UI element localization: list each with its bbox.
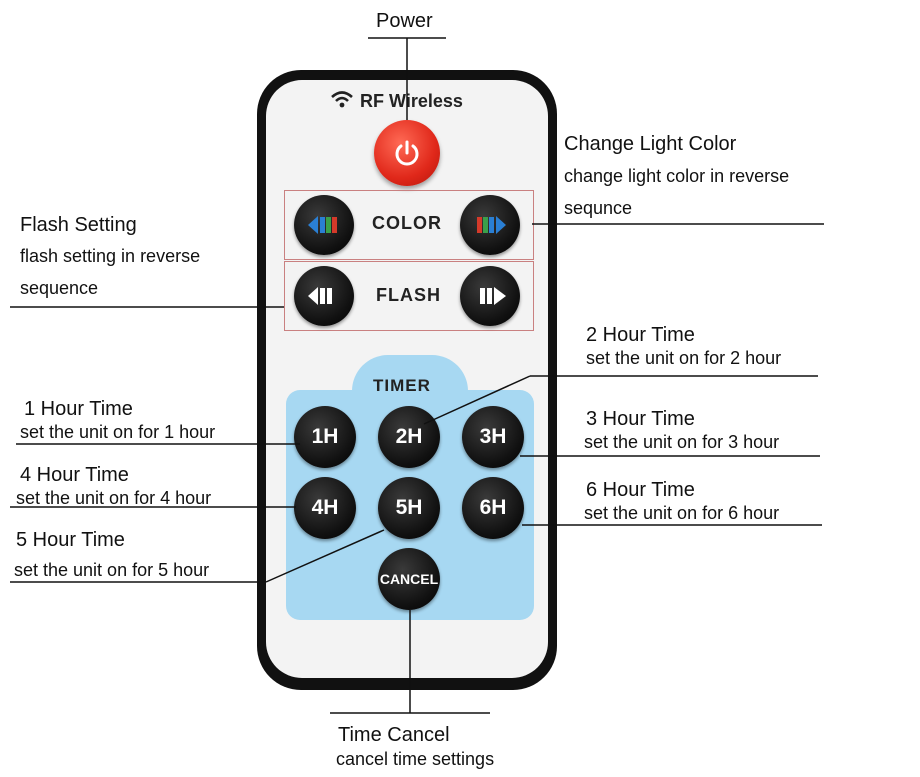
flash-callout-desc-2: sequence bbox=[20, 278, 99, 298]
color-reverse-icon bbox=[308, 216, 337, 234]
time-cancel-callout-desc: cancel time settings bbox=[336, 749, 495, 769]
flash-row-frame bbox=[284, 261, 534, 331]
timer-2h-button[interactable]: 2H bbox=[378, 406, 440, 468]
flash-prev-button[interactable] bbox=[294, 266, 354, 326]
five-hour-callout-title: 5 Hour Time bbox=[16, 529, 125, 551]
color-row-frame bbox=[284, 190, 534, 260]
two-hour-callout-title: 2 Hour Time bbox=[586, 324, 695, 346]
color-next-button[interactable] bbox=[460, 195, 520, 255]
one-hour-callout-title: 1 Hour Time bbox=[24, 398, 133, 420]
flash-callout-desc-1: flash setting in reverse bbox=[20, 246, 201, 266]
time-cancel-callout-title: Time Cancel bbox=[338, 724, 450, 746]
rf-wireless-label: RF Wireless bbox=[330, 90, 463, 112]
power-button[interactable] bbox=[374, 120, 440, 186]
five-hour-callout-desc: set the unit on for 5 hour bbox=[14, 560, 210, 580]
six-hour-callout-desc: set the unit on for 6 hour bbox=[584, 503, 780, 523]
power-callout-title: Power bbox=[376, 10, 433, 32]
rf-wireless-text: RF Wireless bbox=[360, 91, 463, 111]
color-prev-button[interactable] bbox=[294, 195, 354, 255]
change-color-callout-desc-1: change light color in reverse bbox=[564, 166, 790, 186]
change-color-callout-title: Change Light Color bbox=[564, 133, 737, 155]
flash-forward-icon bbox=[480, 287, 506, 305]
timer-cancel-button[interactable]: CANCEL bbox=[378, 548, 440, 610]
flash-callout-title: Flash Setting bbox=[20, 214, 137, 236]
color-label: COLOR bbox=[372, 213, 442, 233]
timer-label: TIMER bbox=[373, 376, 431, 395]
wifi-icon bbox=[331, 91, 353, 108]
one-hour-callout-desc: set the unit on for 1 hour bbox=[20, 422, 216, 442]
flash-label: FLASH bbox=[376, 285, 441, 305]
six-hour-callout-title: 6 Hour Time bbox=[586, 479, 695, 501]
change-color-callout-desc-2: sequnce bbox=[564, 198, 633, 218]
timer-4h-button[interactable]: 4H bbox=[294, 477, 356, 539]
two-hour-callout-desc: set the unit on for 2 hour bbox=[586, 348, 782, 368]
four-hour-callout-desc: set the unit on for 4 hour bbox=[16, 488, 212, 508]
power-icon bbox=[395, 140, 419, 166]
three-hour-callout-desc: set the unit on for 3 hour bbox=[584, 432, 780, 452]
four-hour-callout-title: 4 Hour Time bbox=[20, 464, 129, 486]
timer-1h-button[interactable]: 1H bbox=[294, 406, 356, 468]
flash-next-button[interactable] bbox=[460, 266, 520, 326]
flash-reverse-icon bbox=[308, 287, 332, 305]
timer-6h-button[interactable]: 6H bbox=[462, 477, 524, 539]
timer-3h-button[interactable]: 3H bbox=[462, 406, 524, 468]
timer-5h-button[interactable]: 5H bbox=[378, 477, 440, 539]
three-hour-callout-title: 3 Hour Time bbox=[586, 408, 695, 430]
color-forward-icon bbox=[477, 216, 506, 234]
